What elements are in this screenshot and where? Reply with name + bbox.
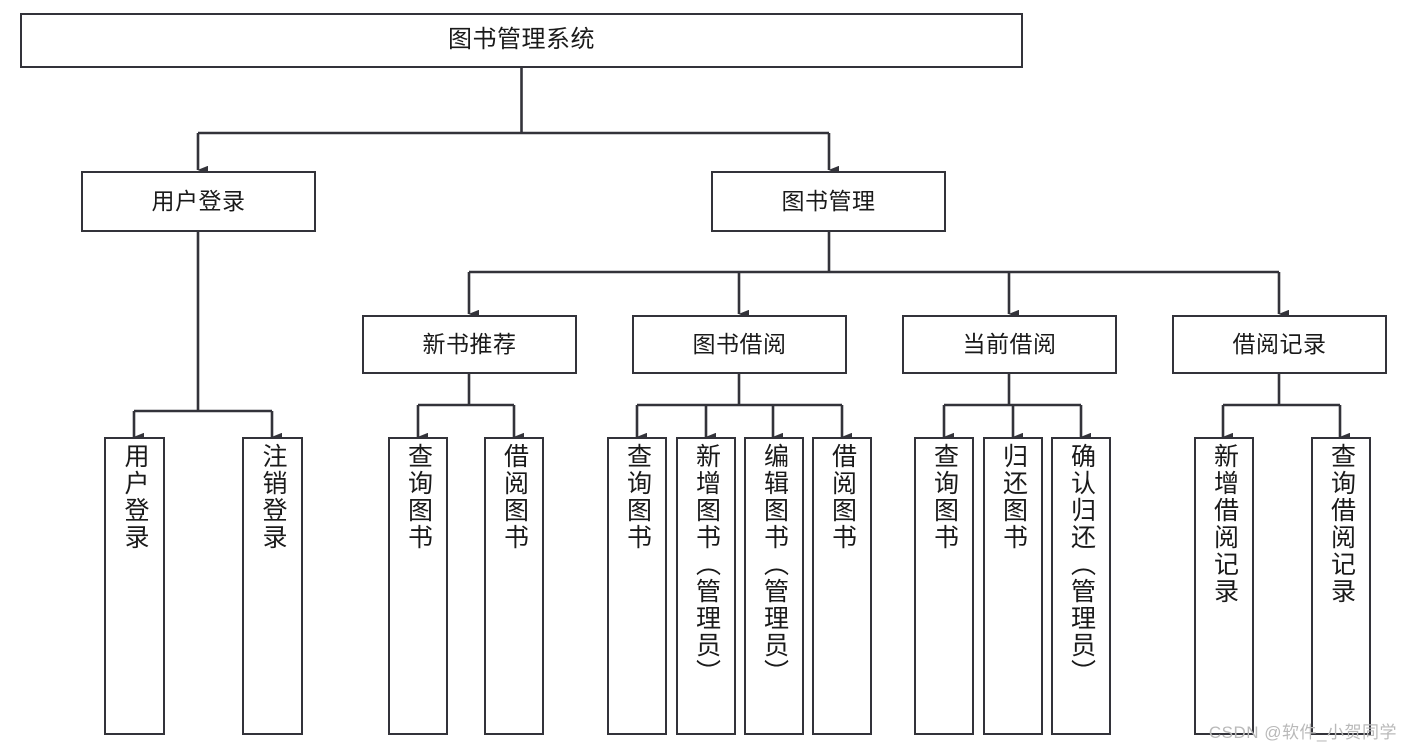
node-label: 查询图书 xyxy=(930,443,959,551)
leaf-add-record[interactable]: 新增借阅记录 xyxy=(1194,437,1254,735)
node-label: 查询借阅记录 xyxy=(1327,443,1356,605)
node-label: 确认归还（管理员） xyxy=(1067,443,1096,686)
node-new-book-recommend[interactable]: 新书推荐 xyxy=(362,315,577,374)
node-book-borrow[interactable]: 图书借阅 xyxy=(632,315,847,374)
node-label: 图书借阅 xyxy=(692,330,787,357)
node-label: 借阅图书 xyxy=(828,443,857,551)
leaf-query-record[interactable]: 查询借阅记录 xyxy=(1311,437,1371,735)
node-label: 查询图书 xyxy=(404,443,433,551)
node-label: 归还图书 xyxy=(999,443,1028,551)
node-label: 用户登录 xyxy=(121,443,149,551)
node-borrow-record[interactable]: 借阅记录 xyxy=(1172,315,1387,374)
node-label: 图书管理 xyxy=(781,187,876,214)
leaf-add-book[interactable]: 新增图书（管理员） xyxy=(676,437,736,735)
node-book-management[interactable]: 图书管理 xyxy=(711,171,946,232)
node-label: 注销登录 xyxy=(259,443,287,551)
node-label: 当前借阅 xyxy=(962,330,1057,357)
leaf-logout-login[interactable]: 注销登录 xyxy=(242,437,303,735)
node-label: 查询图书 xyxy=(623,443,652,551)
node-label: 借阅记录 xyxy=(1232,330,1327,357)
node-label: 图书管理系统 xyxy=(448,26,595,54)
leaf-query-book-3[interactable]: 查询图书 xyxy=(914,437,974,735)
node-label: 新书推荐 xyxy=(422,330,517,357)
node-current-borrow[interactable]: 当前借阅 xyxy=(902,315,1117,374)
leaf-edit-book[interactable]: 编辑图书（管理员） xyxy=(744,437,804,735)
node-label: 新增借阅记录 xyxy=(1210,443,1239,605)
leaf-return-book[interactable]: 归还图书 xyxy=(983,437,1043,735)
leaf-borrow-book-2[interactable]: 借阅图书 xyxy=(812,437,872,735)
node-user-login[interactable]: 用户登录 xyxy=(81,171,316,232)
csdn-watermark: CSDN @软件_小贺同学 xyxy=(1208,723,1397,742)
node-label: 借阅图书 xyxy=(500,443,529,551)
node-label: 新增图书（管理员） xyxy=(692,443,721,686)
node-label: 用户登录 xyxy=(151,187,246,214)
leaf-user-login[interactable]: 用户登录 xyxy=(104,437,165,735)
leaf-confirm-return[interactable]: 确认归还（管理员） xyxy=(1051,437,1111,735)
node-label: 编辑图书（管理员） xyxy=(760,443,789,686)
leaf-query-book-2[interactable]: 查询图书 xyxy=(607,437,667,735)
leaf-query-book-1[interactable]: 查询图书 xyxy=(388,437,448,735)
leaf-borrow-book-1[interactable]: 借阅图书 xyxy=(484,437,544,735)
node-root-book-management-system[interactable]: 图书管理系统 xyxy=(20,13,1023,68)
